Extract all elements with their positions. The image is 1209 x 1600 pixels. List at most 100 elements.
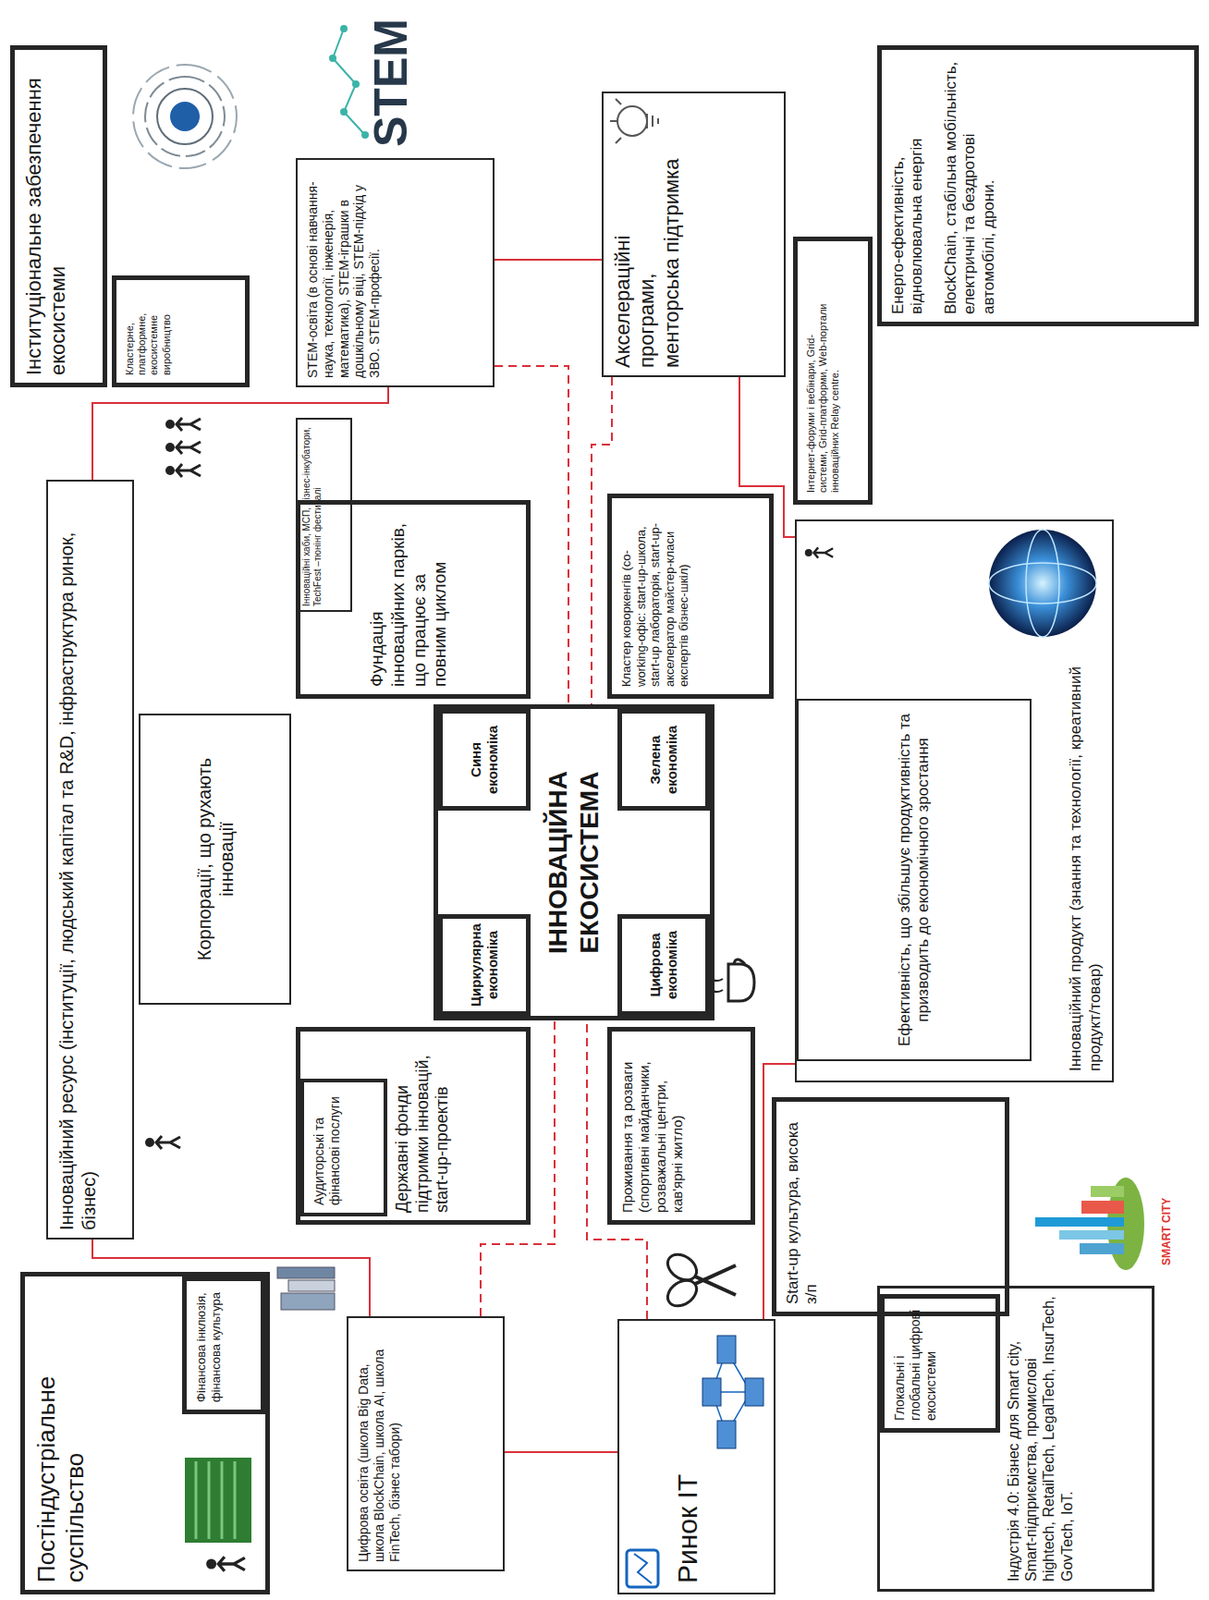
globe-illustration-part (989, 529, 1097, 637)
node-text: Кластерне, платформне, екосистемне вироб… (123, 287, 173, 376)
concept-box: Корпорації, що рухають інновації (138, 713, 292, 1005)
concept-box: Акселераційні програми, менторська підтр… (601, 91, 786, 378)
lamp-icon-part (617, 106, 648, 136)
connector-line (739, 377, 795, 538)
concept-box: Ринок IT (617, 1318, 776, 1595)
rackets-icon (662, 1248, 736, 1311)
globe-illustration-part (989, 562, 1097, 604)
node-text: Фінансова інклюзія, фінансова культура (194, 1288, 223, 1403)
concept-box: Цифрова освіта (школа Big Data, школа Bl… (346, 1316, 505, 1572)
coffee-icon-part (728, 964, 755, 1002)
lamp-icon (610, 98, 659, 144)
money-people-illustration-part (195, 1461, 235, 1539)
node-text: Постіндустріальне суспільство (32, 1283, 90, 1583)
concept-box: Фінансова інклюзія, фінансова культура (182, 1276, 266, 1415)
smart-city-illustration-part (1059, 1230, 1124, 1240)
node-text: ІННОВАЦІЙНА ЕКОСИСТЕМА (530, 708, 618, 1016)
node-text: Інтернет-форуми і вебінари, Grid-системи… (805, 300, 843, 493)
node-text: Глокальні і глобальні цифрові екосистеми (891, 1306, 939, 1421)
node-text: Цифрова освіта (школа Big Data, школа Bl… (355, 1325, 403, 1563)
node-text: Інноваційний ресурс (інституції, людськи… (55, 488, 100, 1231)
concept-box: Індустрія 4.0: Бізнес для Smart city, Sm… (877, 1285, 1155, 1592)
node-text: Циркулярна економіка (467, 922, 501, 1008)
concept-box: Енерго-ефективність, відновлювальна енер… (877, 45, 1199, 327)
coffee-icon (709, 959, 755, 1002)
people-icon-part (165, 417, 201, 431)
concept-box: Кластер коворкенгів (co-working-офіс: st… (607, 493, 774, 699)
computers-icon-part (717, 1420, 736, 1449)
target-icon-part (170, 101, 200, 132)
concept-box: Аудиторські та фінансові послуги (300, 1078, 388, 1217)
concept-box: Кластерне, платформне, екосистемне вироб… (111, 275, 250, 388)
tablet-icon-part (634, 1553, 652, 1584)
concept-box: Інноваційний продукт (знання та технолог… (794, 519, 1114, 1083)
coffee-icon-part (733, 959, 745, 965)
smart-city-illustration-part (1035, 1217, 1124, 1227)
money-people-illustration-part (206, 1556, 245, 1571)
lamp-icon-part (610, 98, 659, 144)
concept-box: Синя економіка (438, 708, 531, 811)
target-icon-part (157, 88, 213, 145)
money-people-illustration (184, 1457, 252, 1572)
connector-line (504, 1451, 618, 1454)
node-text: Цифрова економіка (647, 922, 681, 1008)
connector-line (480, 1020, 555, 1317)
target-icon-part (133, 64, 237, 169)
node-text: Фундація інноваційних парків, що працює … (366, 512, 452, 687)
node-text: Державні фонди підтримки інновацій, star… (392, 1038, 453, 1213)
rackets-icon-part (695, 1265, 736, 1295)
computers-icon (702, 1335, 764, 1449)
smart-city-illustration-part (1079, 1243, 1124, 1255)
money-people-illustration-part (184, 1457, 252, 1543)
tablet-icon (626, 1550, 659, 1588)
target-icon-part (145, 76, 225, 157)
logo-text: STEM (367, 18, 415, 147)
tablet-icon-part (626, 1550, 659, 1588)
node-text: Зелена економіка (647, 717, 681, 803)
books-icon-part (277, 1267, 335, 1279)
node-text: Аудиторські та фінансові послуги (311, 1089, 343, 1206)
node-text: Синя економіка (467, 717, 501, 803)
concept-box: Фундація інноваційних парків, що працює … (295, 500, 531, 699)
stem-logo-mark-part (329, 54, 337, 62)
concept-box: Цифрова економіка (617, 914, 710, 1016)
stem-logo-mark-part (332, 28, 366, 135)
node-text: Start-up культура, висока з/п (783, 1109, 822, 1305)
books-icon-part (280, 1293, 335, 1310)
books-icon (277, 1267, 335, 1310)
stem-logo-mark-part (352, 80, 360, 88)
node-text: Індустрія 4.0: Бізнес для Smart city, Sm… (1004, 1295, 1076, 1582)
node-text: Інституціональне забезпечення екосистеми (22, 57, 72, 376)
concept-box: Глокальні і глобальні цифрові екосистеми (879, 1294, 1001, 1433)
smart-city-illustration-part (1081, 1200, 1124, 1214)
globe-illustration (989, 529, 1097, 637)
connector-line (494, 258, 602, 261)
node-text: Інноваційні хаби, МСП, бізнес-інкубатори… (301, 423, 324, 607)
node-text: Енерго-ефективність, відновлювальна енер… (889, 57, 928, 315)
node-text: Проживання та розваги (спортивні майданч… (619, 1038, 686, 1213)
node-text: Корпорації, що рухають інновації (193, 722, 238, 996)
concept-box: Ефективність, що збільшує продуктивність… (796, 698, 1032, 1062)
concept-box: Проживання та розваги (спортивні майданч… (607, 1026, 756, 1225)
concept-box: Інтернет-форуми і вебінари, Grid-системи… (793, 236, 873, 505)
node-text: STEM-освіта (в основі навчання-наука, те… (305, 167, 383, 379)
rackets-icon-part (662, 1248, 702, 1285)
node-text: Інноваційний продукт (знання та технолог… (1066, 664, 1105, 1072)
concept-box: Інноваційний ресурс (інституції, людськи… (46, 479, 135, 1240)
node-text: Ринок IT (671, 1474, 705, 1584)
concept-box: Постіндустріальне суспільство Фінансова і… (20, 1271, 270, 1595)
concept-box: Інноваційні хаби, МСП, бізнес-інкубатори… (295, 417, 353, 612)
books-icon-part (288, 1280, 335, 1292)
concept-box: ІННОВАЦІЙНА ЕКОСИСТЕМА Синя економіка Зеле… (433, 704, 715, 1021)
node-text: Кластер коворкенгів (co-working-офіс: st… (619, 505, 692, 687)
smart-city-illustration (1035, 1177, 1145, 1271)
concept-box: STEM-освіта (в основі навчання-наука, те… (295, 158, 495, 388)
globe-illustration-part (1025, 529, 1060, 637)
stem-logo-mark-part (340, 108, 348, 116)
computers-icon-part (744, 1378, 764, 1406)
node-text: BlockChain, стабільна мобільність, елект… (941, 57, 999, 315)
connector-line (494, 366, 569, 705)
people-icon (145, 417, 833, 1149)
concept-box: Циркулярна економіка (438, 914, 531, 1016)
stem-logo-mark-part (340, 24, 348, 33)
